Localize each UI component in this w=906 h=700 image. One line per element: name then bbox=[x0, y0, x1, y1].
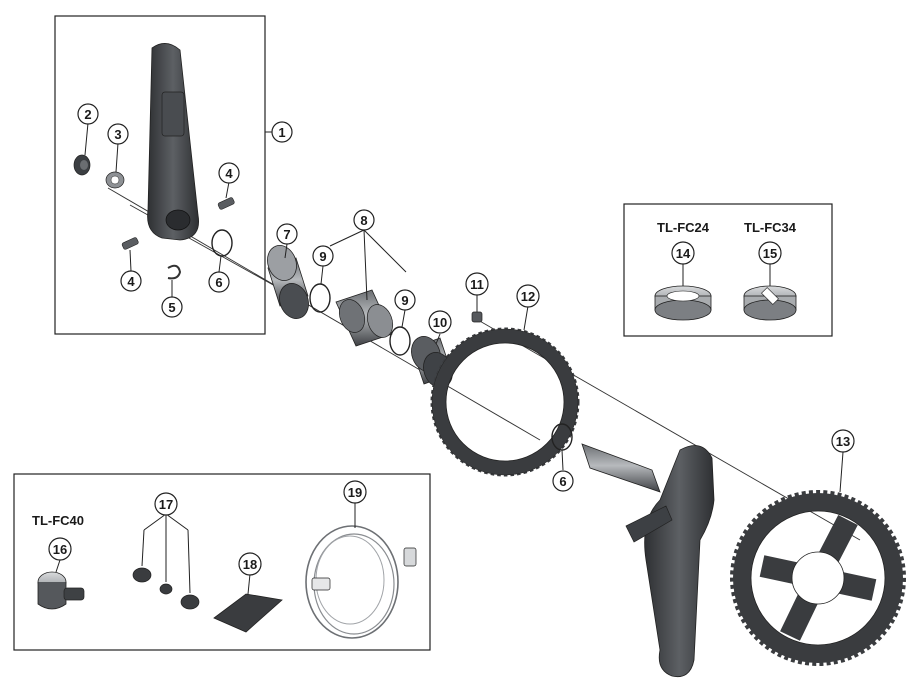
crank-clip bbox=[167, 264, 182, 280]
svg-text:3: 3 bbox=[114, 127, 121, 142]
outer-chainring bbox=[730, 490, 906, 666]
callout-6-right: 6 bbox=[552, 470, 574, 492]
callout-8: 8 bbox=[353, 209, 375, 231]
svg-text:7: 7 bbox=[283, 227, 290, 242]
svg-text:11: 11 bbox=[470, 277, 484, 292]
leader-16 bbox=[55, 559, 61, 573]
cover-caps bbox=[132, 513, 200, 610]
svg-text:15: 15 bbox=[763, 246, 777, 261]
crank-arm-fixing-bolt-upper bbox=[217, 197, 235, 210]
leader-8b bbox=[363, 229, 368, 301]
leader-4b bbox=[129, 249, 132, 272]
chainring-bolt bbox=[471, 311, 483, 323]
svg-text:8: 8 bbox=[360, 213, 367, 228]
o-ring-9-b bbox=[389, 326, 411, 356]
svg-text:1: 1 bbox=[278, 125, 285, 140]
leader-2 bbox=[84, 122, 89, 156]
callout-18: 18 bbox=[238, 552, 262, 576]
leader-6a bbox=[218, 255, 222, 273]
callout-14: 14 bbox=[671, 241, 695, 265]
right-crank-arm bbox=[581, 443, 715, 678]
leader-3 bbox=[115, 142, 119, 173]
leader-13 bbox=[839, 451, 844, 493]
callout-13: 13 bbox=[831, 429, 855, 453]
leader-9a bbox=[320, 265, 324, 285]
o-ring-left bbox=[211, 229, 233, 257]
leader-12 bbox=[523, 305, 529, 331]
svg-text:2: 2 bbox=[84, 107, 91, 122]
leader-7 bbox=[284, 243, 288, 259]
svg-text:17: 17 bbox=[159, 497, 173, 512]
tool-tl-fc34 bbox=[743, 285, 797, 321]
callout-19: 19 bbox=[343, 480, 367, 504]
svg-text:16: 16 bbox=[53, 542, 67, 557]
svg-text:6: 6 bbox=[559, 474, 566, 489]
svg-text:4: 4 bbox=[127, 274, 135, 289]
leader-6b bbox=[561, 449, 564, 471]
callout-7: 7 bbox=[276, 223, 298, 245]
crank-cap bbox=[73, 154, 91, 176]
svg-text:9: 9 bbox=[401, 293, 408, 308]
callout-9-right: 9 bbox=[394, 289, 416, 311]
callout-9-left: 9 bbox=[312, 245, 334, 267]
svg-text:18: 18 bbox=[243, 557, 257, 572]
callout-12: 12 bbox=[516, 284, 540, 308]
usb-charging-cable bbox=[305, 503, 417, 639]
leader-9b bbox=[401, 309, 406, 328]
tool-label-tl-fc40: TL-FC40 bbox=[32, 513, 84, 528]
callout-4-lower: 4 bbox=[120, 270, 142, 292]
callout-10: 10 bbox=[428, 310, 452, 334]
svg-text:10: 10 bbox=[433, 315, 447, 330]
callout-1: 1 bbox=[271, 121, 293, 143]
crank-arm-fixing-bolt-lower bbox=[121, 237, 139, 250]
callout-4-upper: 4 bbox=[218, 162, 240, 184]
svg-text:13: 13 bbox=[836, 434, 850, 449]
bb-inner-sleeve bbox=[335, 289, 394, 347]
left-crank-arm-assembly-frame bbox=[54, 15, 266, 335]
callout-5: 5 bbox=[161, 296, 183, 318]
tool-label-tl-fc34: TL-FC34 bbox=[744, 220, 797, 235]
svg-text:9: 9 bbox=[319, 249, 326, 264]
inner-chainring bbox=[430, 327, 580, 477]
callout-15: 15 bbox=[758, 241, 782, 265]
leader-8a bbox=[329, 229, 365, 247]
tool-tl-fc24 bbox=[654, 285, 712, 321]
svg-text:12: 12 bbox=[521, 289, 535, 304]
callout-17: 17 bbox=[154, 492, 178, 516]
leader-10 bbox=[435, 333, 441, 345]
svg-text:14: 14 bbox=[676, 246, 691, 261]
tools-box-frame bbox=[623, 203, 833, 337]
callout-6-left: 6 bbox=[208, 271, 230, 293]
left-crank-arm bbox=[147, 43, 199, 241]
svg-text:4: 4 bbox=[225, 166, 233, 181]
o-ring-9-a bbox=[309, 283, 331, 313]
leader-8c bbox=[363, 229, 407, 273]
stopper-plate bbox=[105, 171, 125, 189]
callout-16: 16 bbox=[48, 537, 72, 561]
svg-text:6: 6 bbox=[215, 275, 222, 290]
callout-11: 11 bbox=[465, 272, 489, 296]
left-adapter-cup bbox=[267, 245, 309, 319]
svg-text:19: 19 bbox=[348, 485, 362, 500]
accessories-box-frame bbox=[13, 473, 431, 651]
leader-4a bbox=[225, 181, 230, 199]
battery-cover-plate bbox=[213, 573, 283, 633]
svg-text:5: 5 bbox=[168, 300, 175, 315]
tool-tl-fc40 bbox=[37, 571, 85, 610]
tool-label-tl-fc24: TL-FC24 bbox=[657, 220, 710, 235]
callout-2: 2 bbox=[77, 103, 99, 125]
callout-3: 3 bbox=[107, 123, 129, 145]
